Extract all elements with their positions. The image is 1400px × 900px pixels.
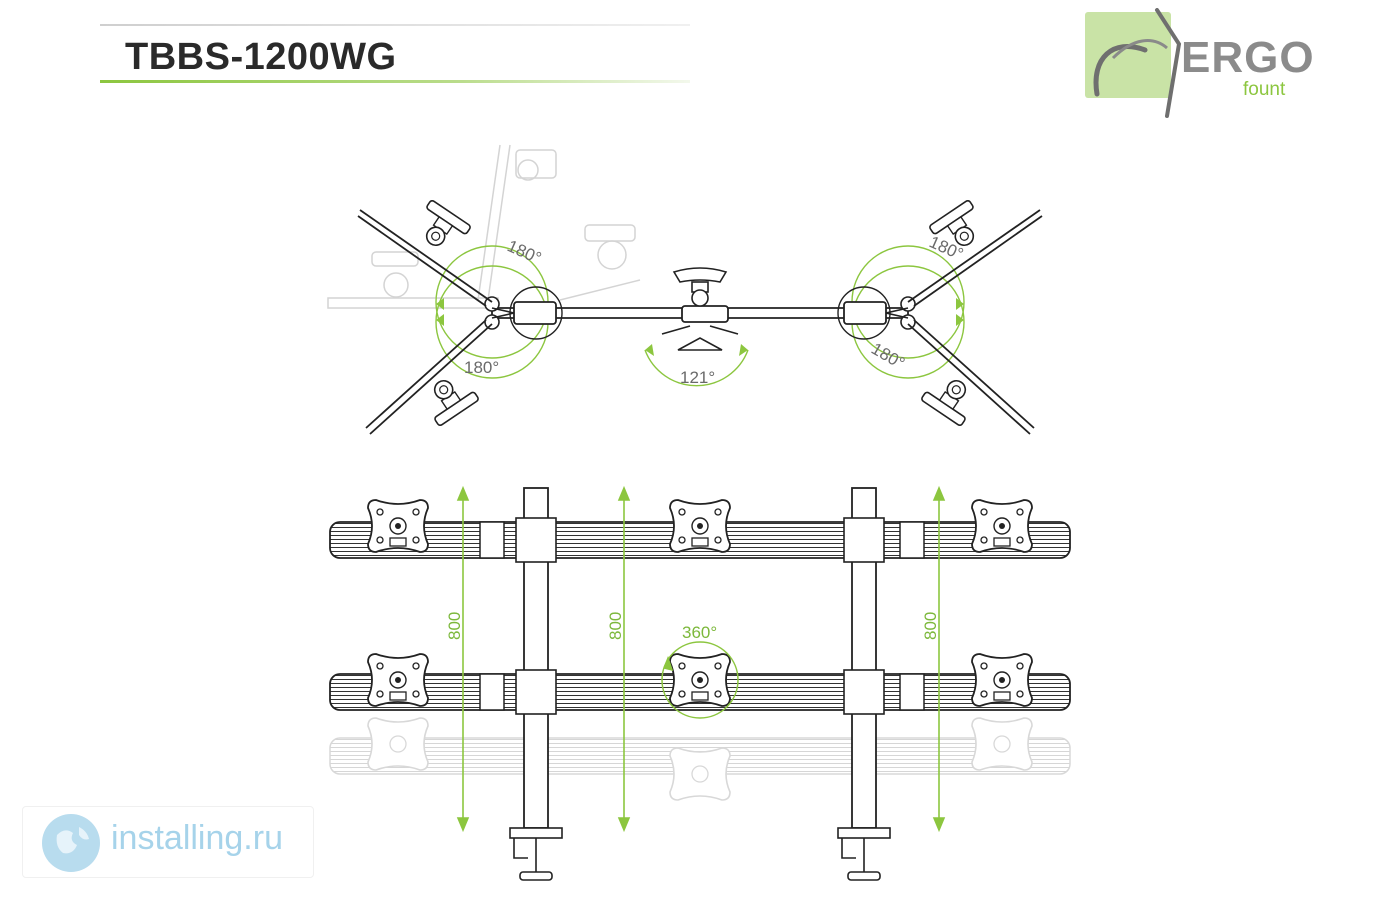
height-label-middle: 800 <box>606 612 625 640</box>
product-title: TBBS-1200WG <box>125 36 397 78</box>
front-view: 360° 800 800 800 <box>329 485 1071 881</box>
joints <box>484 296 916 330</box>
upper-bar <box>329 499 1071 563</box>
ghost-bar <box>329 717 1071 801</box>
height-label-right: 800 <box>921 612 940 640</box>
height-dimensions <box>456 485 946 833</box>
angle-label-top-left: 180° <box>504 236 544 268</box>
header: TBBS-1200WG <box>100 18 690 88</box>
watermark: installing.ru <box>22 806 314 878</box>
arc-arrowheads <box>436 298 964 356</box>
center-mount <box>661 267 739 351</box>
watermark-text: installing.ru <box>111 819 283 857</box>
watermark-globe-icon <box>42 814 100 872</box>
top-view: 180° 180° 121° 180° 180° <box>327 144 1043 435</box>
logo-subword: fount <box>1243 79 1286 100</box>
angle-label-bottom-right: 180° <box>868 339 908 373</box>
ergofount-logo: ERGO fount <box>1083 8 1314 118</box>
angle-label-center: 121° <box>680 368 715 387</box>
header-accent-rule <box>100 80 690 83</box>
logo-word: ERGO <box>1181 33 1315 82</box>
logo-mark-icon <box>1085 8 1182 118</box>
angle-label-bottom-left: 180° <box>464 358 499 377</box>
center-beam <box>491 286 909 340</box>
height-label-left: 800 <box>445 612 464 640</box>
desk-clamps <box>509 827 891 881</box>
side-arms <box>357 209 1043 435</box>
ghost-positions <box>327 144 641 309</box>
rotation-indicator <box>661 641 739 719</box>
lower-bar <box>329 653 1071 715</box>
rotation-label: 360° <box>682 623 717 642</box>
header-top-rule <box>100 24 690 26</box>
